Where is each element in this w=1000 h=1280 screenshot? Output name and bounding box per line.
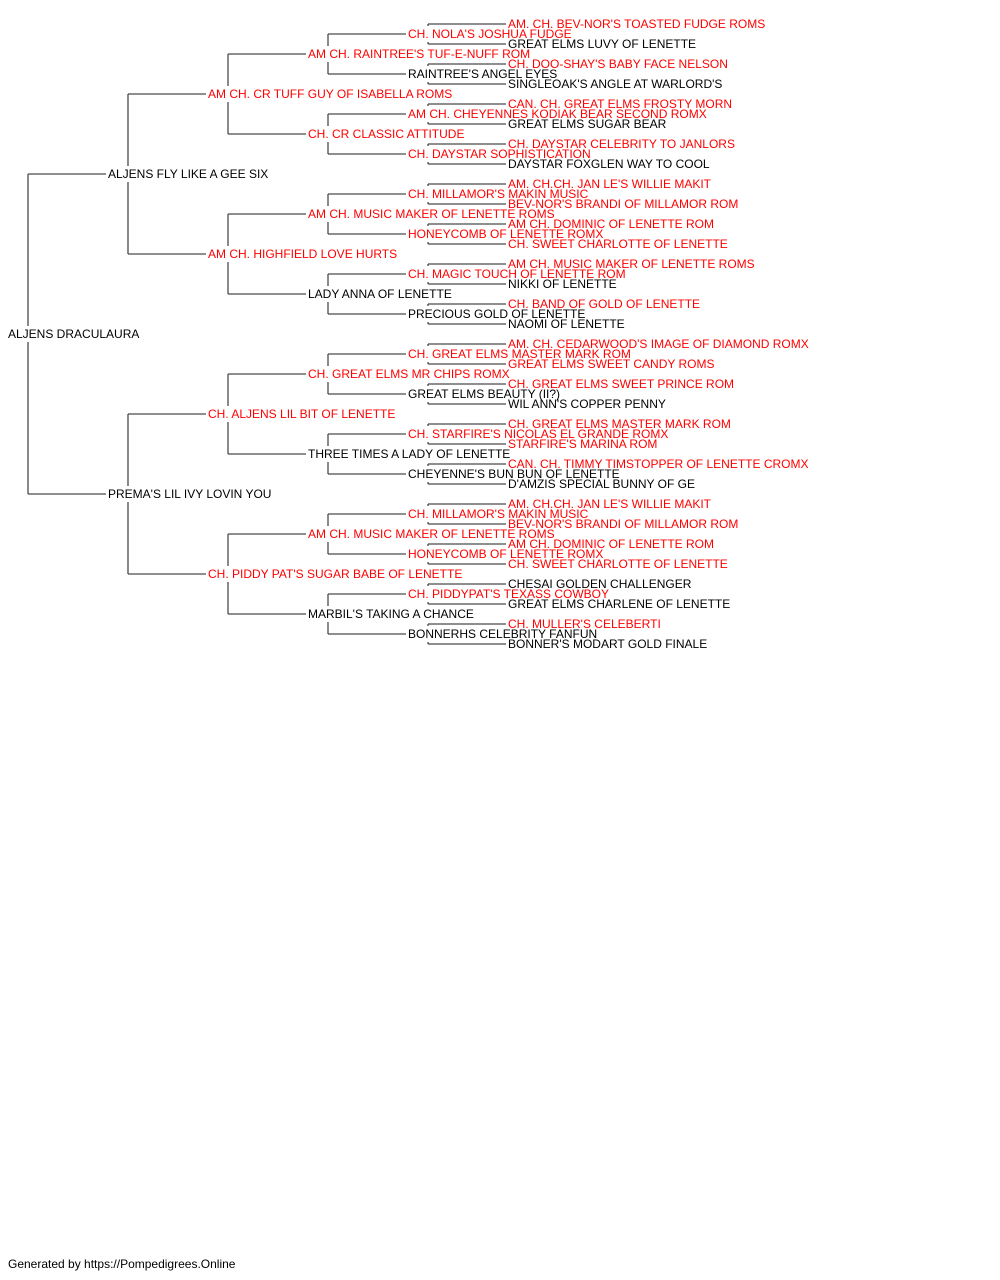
ancestor-name: CH. CR CLASSIC ATTITUDE [308,127,464,141]
footer-credit: Generated by https://Pompedigrees.Online [8,1257,236,1271]
ancestor-name: BONNER'S MODART GOLD FINALE [508,637,707,651]
ancestor-name: AM. CH. BEV-NOR'S TOASTED FUDGE ROMS [508,17,765,31]
ancestor-name: CH. GREAT ELMS MR CHIPS ROMX [308,367,510,381]
ancestor-name: CH. NOLA'S JOSHUA FUDGE [408,27,572,41]
ancestor-name: THREE TIMES A LADY OF LENETTE [308,447,510,461]
ancestor-name: NAOMI OF LENETTE [508,317,625,331]
ancestor-name: CH. GREAT ELMS MASTER MARK ROM [508,417,731,431]
ancestor-name: CH. DAYSTAR SOPHISTICATION [408,147,591,161]
ancestor-name: D'AMZIS SPECIAL BUNNY OF GE [508,477,695,491]
ancestor-name: GREAT ELMS BEAUTY (II?) [408,387,560,401]
ancestor-name: CH. MILLAMOR'S MAKIN MUSIC [408,507,589,521]
ancestor-name: AM CH. MUSIC MAKER OF LENETTE ROMS [308,527,555,541]
ancestor-name: AM CH. DOMINIC OF LENETTE ROM [508,217,714,231]
ancestor-name: GREAT ELMS CHARLENE OF LENETTE [508,597,730,611]
ancestor-name: CH. DOO-SHAY'S BABY FACE NELSON [508,57,728,71]
ancestor-name: DAYSTAR FOXGLEN WAY TO COOL [508,157,710,171]
ancestor-name: CH. SWEET CHARLOTTE OF LENETTE [508,557,728,571]
ancestor-name: WIL ANN'S COPPER PENNY [508,397,666,411]
ancestor-name: PRECIOUS GOLD OF LENETTE [408,307,585,321]
ancestor-name: CHEYENNE'S BUN BUN OF LENETTE [408,467,620,481]
ancestor-name: CAN. CH. GREAT ELMS FROSTY MORN [508,97,732,111]
ancestor-name: GREAT ELMS SUGAR BEAR [508,117,667,131]
ancestor-name: AM CH. MUSIC MAKER OF LENETTE ROMS [508,257,755,271]
ancestor-name: GREAT ELMS LUVY OF LENETTE [508,37,696,51]
ancestor-name: CH. BAND OF GOLD OF LENETTE [508,297,700,311]
ancestor-name: AM CH. HIGHFIELD LOVE HURTS [208,247,397,261]
ancestor-name: BEV-NOR'S BRANDI OF MILLAMOR ROM [508,197,738,211]
ancestor-name: AM. CH.CH. JAN LE'S WILLIE MAKIT [508,177,712,191]
ancestor-name: CH. PIDDY PAT'S SUGAR BABE OF LENETTE [208,567,462,581]
ancestor-name: AM CH. MUSIC MAKER OF LENETTE ROMS [308,207,555,221]
ancestor-name: SINGLEOAK'S ANGLE AT WARLORD'S [508,77,722,91]
ancestor-name: CH. STARFIRE'S NICOLAS EL GRANDE ROMX [408,427,668,441]
ancestor-name: AM CH. DOMINIC OF LENETTE ROM [508,537,714,551]
ancestor-name: CH. MILLAMOR'S MAKIN MUSIC [408,187,589,201]
subject-name: ALJENS DRACULAURA [8,327,139,341]
ancestor-name: ALJENS FLY LIKE A GEE SIX [108,167,268,181]
ancestor-name: AM. CH.CH. JAN LE'S WILLIE MAKIT [508,497,712,511]
ancestor-name: CH. DAYSTAR CELEBRITY TO JANLORS [508,137,735,151]
ancestor-name: MARBIL'S TAKING A CHANCE [308,607,474,621]
ancestor-name: PREMA'S LIL IVY LOVIN YOU [108,487,271,501]
ancestor-name: BONNERHS CELEBRITY FANFUN [408,627,597,641]
ancestor-name: BEV-NOR'S BRANDI OF MILLAMOR ROM [508,517,738,531]
ancestor-name: AM CH. CHEYENNES KODIAK BEAR SECOND ROMX [408,107,707,121]
ancestor-name: CH. ALJENS LIL BIT OF LENETTE [208,407,395,421]
ancestor-name: RAINTREE'S ANGEL EYES [408,67,557,81]
ancestor-name: AM CH. RAINTREE'S TUF-E-NUFF ROM [308,47,530,61]
ancestor-name: CH. MAGIC TOUCH OF LENETTE ROM [408,267,626,281]
pedigree-tree: ALJENS DRACULAURA ALJENS FLY LIKE A GEE S… [8,17,809,651]
ancestor-name: AM CH. CR TUFF GUY OF ISABELLA ROMS [208,87,452,101]
ancestor-name: CAN. CH. TIMMY TIMSTOPPER OF LENETTE CRO… [508,457,808,471]
ancestor-name: CH. SWEET CHARLOTTE OF LENETTE [508,237,728,251]
ancestor-name: CH. GREAT ELMS SWEET PRINCE ROM [508,377,734,391]
ancestor-name: CH. GREAT ELMS MASTER MARK ROM [408,347,631,361]
ancestor-name: CHESAI GOLDEN CHALLENGER [508,577,692,591]
ancestor-name: LADY ANNA OF LENETTE [308,287,452,301]
ancestor-name: HONEYCOMB OF LENETTE ROMX [408,227,603,241]
ancestor-name: HONEYCOMB OF LENETTE ROMX [408,547,603,561]
ancestor-name: CH. PIDDYPAT'S TEXASS COWBOY [408,587,609,601]
ancestor-name: AM. CH. CEDARWOOD'S IMAGE OF DIAMOND ROM… [508,337,809,351]
ancestor-name: STARFIRE'S MARINA ROM [508,437,657,451]
ancestor-name: NIKKI OF LENETTE [508,277,617,291]
ancestor-name: CH. MULLER'S CELEBERTI [508,617,661,631]
ancestor-name: GREAT ELMS SWEET CANDY ROMS [508,357,714,371]
